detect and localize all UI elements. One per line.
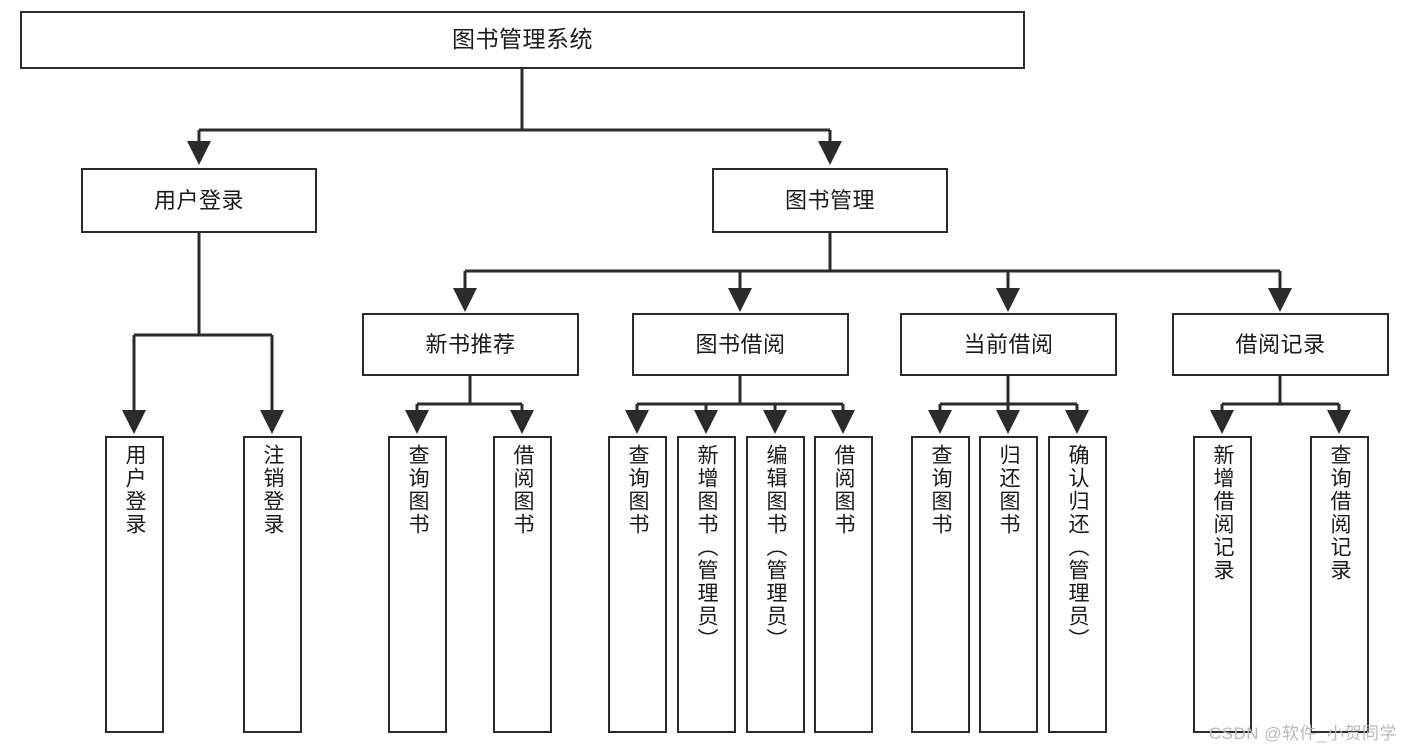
node-user-login[interactable]: 用户登录	[81, 168, 317, 233]
node-borrow-records[interactable]: 借阅记录	[1172, 313, 1389, 376]
node-label: 借阅图书	[832, 444, 855, 536]
node-label: 新增借阅记录	[1211, 444, 1234, 582]
node-label: 图书管理	[784, 187, 875, 213]
leaf-borrow-borrow-book[interactable]: 借阅图书	[814, 436, 873, 733]
node-book-management[interactable]: 图书管理	[712, 168, 948, 233]
node-current-borrow[interactable]: 当前借阅	[900, 313, 1117, 376]
leaf-borrow-query-book[interactable]: 查询图书	[608, 436, 667, 733]
leaf-records-query-record[interactable]: 查询借阅记录	[1310, 436, 1369, 733]
leaf-borrow-edit-book-admin[interactable]: 编辑图书（管理员）	[746, 436, 805, 733]
node-label: 图书借阅	[695, 331, 786, 357]
leaf-records-add-record[interactable]: 新增借阅记录	[1193, 436, 1252, 733]
leaf-borrow-add-book-admin[interactable]: 新增图书（管理员）	[677, 436, 736, 733]
node-label: 新增图书（管理员）	[695, 444, 718, 651]
leaf-new-book-query[interactable]: 查询图书	[388, 436, 447, 733]
leaf-new-book-borrow[interactable]: 借阅图书	[493, 436, 552, 733]
node-label: 用户登录	[153, 187, 244, 213]
node-label: 注销登录	[261, 444, 284, 536]
node-label: 当前借阅	[963, 331, 1054, 357]
node-label: 借阅图书	[511, 444, 534, 536]
leaf-current-query-book[interactable]: 查询图书	[911, 436, 970, 733]
leaf-current-return-book[interactable]: 归还图书	[979, 436, 1038, 733]
node-label: 新书推荐	[425, 331, 516, 357]
node-label: 确认归还（管理员）	[1066, 444, 1089, 651]
node-label: 借阅记录	[1235, 331, 1326, 357]
csdn-watermark: CSDN @软件_小贺同学	[1208, 724, 1397, 743]
node-label: 查询借阅记录	[1328, 444, 1351, 582]
node-label: 用户登录	[123, 444, 146, 536]
node-label: 编辑图书（管理员）	[764, 444, 787, 651]
node-root-system[interactable]: 图书管理系统	[20, 11, 1025, 69]
node-new-book-recommend[interactable]: 新书推荐	[362, 313, 579, 376]
node-label: 查询图书	[626, 444, 649, 536]
leaf-current-confirm-return-admin[interactable]: 确认归还（管理员）	[1048, 436, 1107, 733]
node-label: 归还图书	[997, 444, 1020, 536]
node-label: 图书管理系统	[452, 26, 593, 53]
node-book-borrow[interactable]: 图书借阅	[632, 313, 849, 376]
node-label: 查询图书	[929, 444, 952, 536]
leaf-user-login-logout[interactable]: 注销登录	[243, 436, 302, 733]
node-label: 查询图书	[406, 444, 429, 536]
leaf-user-login-login[interactable]: 用户登录	[105, 436, 164, 733]
